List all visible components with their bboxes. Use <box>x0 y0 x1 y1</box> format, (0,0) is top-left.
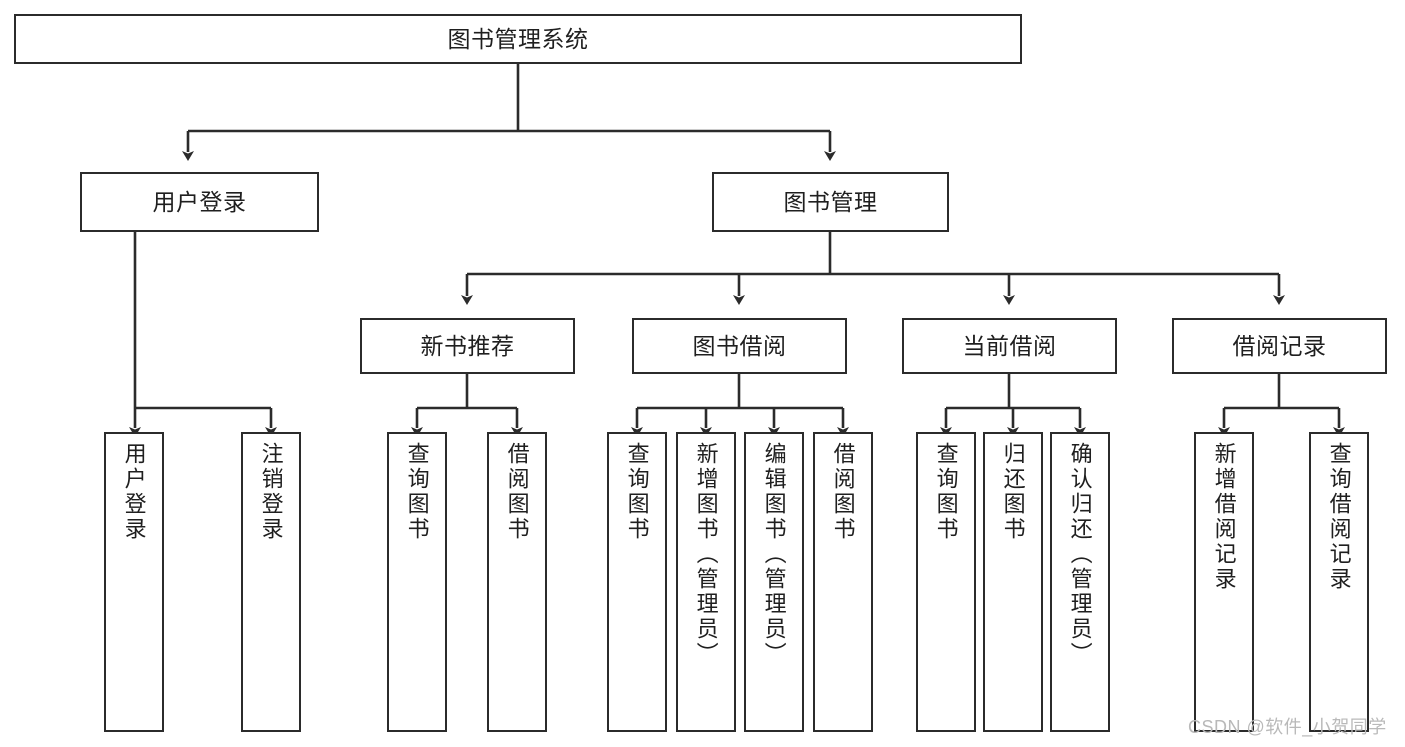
node-book-borrow[interactable]: 图书借阅 <box>632 318 847 374</box>
node-root-system[interactable]: 图书管理系统 <box>14 14 1022 64</box>
leaf-current-confirm-return-admin[interactable]: 确认归还（管理员） <box>1050 432 1110 732</box>
node-label: 新书推荐 <box>420 332 515 359</box>
node-book-management[interactable]: 图书管理 <box>712 172 949 232</box>
leaf-new-book-borrow[interactable]: 借阅图书 <box>487 432 547 732</box>
node-new-book-recommend[interactable]: 新书推荐 <box>360 318 575 374</box>
node-label: 查询图书 <box>933 442 959 542</box>
leaf-current-return-book[interactable]: 归还图书 <box>983 432 1043 732</box>
node-borrow-record[interactable]: 借阅记录 <box>1172 318 1387 374</box>
leaf-current-query-book[interactable]: 查询图书 <box>916 432 976 732</box>
node-label: 新增借阅记录 <box>1211 442 1237 592</box>
node-label: 图书管理系统 <box>447 25 589 52</box>
leaf-user-login-logout[interactable]: 注销登录 <box>241 432 301 732</box>
leaf-record-add-record[interactable]: 新增借阅记录 <box>1194 432 1254 732</box>
node-label: 用户登录 <box>121 442 147 542</box>
node-label: 当前借阅 <box>962 332 1057 359</box>
leaf-new-book-query[interactable]: 查询图书 <box>387 432 447 732</box>
node-label: 借阅记录 <box>1232 332 1327 359</box>
node-label: 查询图书 <box>404 442 430 542</box>
node-label: 确认归还（管理员） <box>1067 442 1093 667</box>
node-current-borrow[interactable]: 当前借阅 <box>902 318 1117 374</box>
node-label: 归还图书 <box>1000 442 1026 542</box>
leaf-user-login-login[interactable]: 用户登录 <box>104 432 164 732</box>
node-label: 用户登录 <box>152 188 247 215</box>
leaf-borrow-edit-book-admin[interactable]: 编辑图书（管理员） <box>744 432 804 732</box>
node-label: 借阅图书 <box>830 442 856 542</box>
node-label: 新增图书（管理员） <box>693 442 719 667</box>
leaf-borrow-add-book-admin[interactable]: 新增图书（管理员） <box>676 432 736 732</box>
node-user-login[interactable]: 用户登录 <box>80 172 319 232</box>
node-label: 查询借阅记录 <box>1326 442 1352 592</box>
node-label: 编辑图书（管理员） <box>761 442 787 667</box>
leaf-borrow-query-book[interactable]: 查询图书 <box>607 432 667 732</box>
leaf-record-query-record[interactable]: 查询借阅记录 <box>1309 432 1369 732</box>
leaf-borrow-borrow-book[interactable]: 借阅图书 <box>813 432 873 732</box>
node-label: 查询图书 <box>624 442 650 542</box>
node-label: 图书借阅 <box>692 332 787 359</box>
node-label: 借阅图书 <box>504 442 530 542</box>
node-label: 图书管理 <box>783 188 878 215</box>
node-label: 注销登录 <box>258 442 284 542</box>
